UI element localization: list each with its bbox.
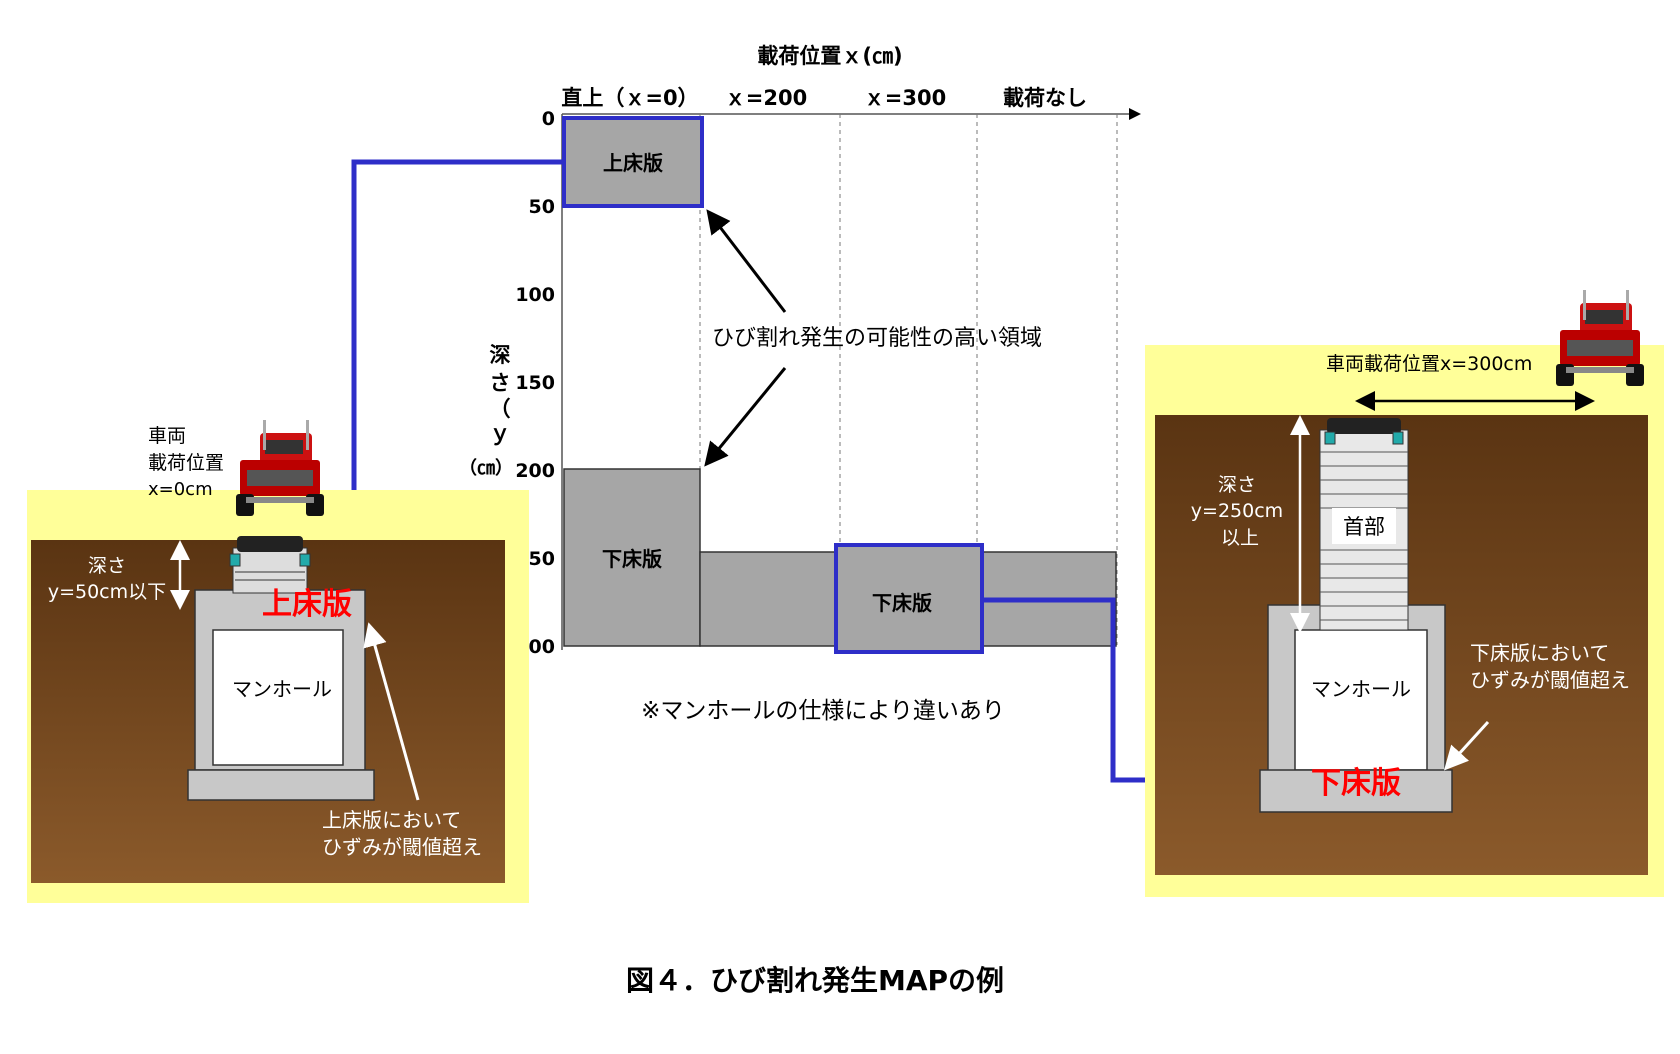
left-upper-slab-label: 上床版 <box>262 587 352 622</box>
region-upper-slab-label: 上床版 <box>603 151 663 175</box>
y-tick-100: 100 <box>515 284 555 306</box>
left-manhole-label: マンホール <box>232 677 332 701</box>
right-strain-arrow <box>1443 720 1490 771</box>
x-category-0: 直上（ｘ=0） <box>561 86 698 110</box>
x-category-2: ｘ=300 <box>864 86 946 110</box>
left-panel: 上床版 マンホール 深さ y=50cm以下 車両 載荷位置 x=0cm 上床版に… <box>27 420 529 903</box>
y-axis-title-2: （ <box>490 397 511 421</box>
left-vehicle-label-1: 載荷位置 <box>148 452 224 474</box>
figure-caption: 図４．ひび割れ発生MAPの例 <box>626 964 1004 997</box>
y-tick-200: 200 <box>515 460 555 482</box>
region-lower-slab-highlight <box>834 543 984 654</box>
depth-map-chart: 載荷位置ｘ(㎝) 直上（ｘ=0） ｘ=200 ｘ=300 載荷なし 0 50 1… <box>459 44 1141 724</box>
right-neck-label-bg <box>1332 508 1396 544</box>
region-lower-slab-left-label: 下床版 <box>602 547 662 571</box>
y-axis-title-3: ｙ <box>490 421 511 446</box>
y-axis-unit: （㎝） <box>459 458 513 479</box>
right-lower-slab-label: 下床版 <box>1311 766 1401 801</box>
right-vehicle-label: 車両載荷位置x=300cm <box>1326 353 1532 375</box>
right-manhole-interior <box>1294 629 1428 771</box>
crack-region-annotation: ひび割れ発生の可能性の高い領域 <box>712 326 1042 351</box>
region-lower-slab-mid-label: 下床版 <box>872 591 932 615</box>
right-truck-icon <box>1556 290 1644 386</box>
right-neck-label: 首部 <box>1343 515 1385 539</box>
right-manhole-label: マンホール <box>1311 677 1411 701</box>
left-strain-label-1: ひずみが閾値超え <box>322 835 482 859</box>
left-base-slab <box>187 769 375 801</box>
y-tick-0: 0 <box>542 108 555 130</box>
x-category-1: ｘ=200 <box>725 86 807 110</box>
y-tick-150: 150 <box>515 372 555 394</box>
left-strain-label-0: 上床版において <box>322 808 461 832</box>
annotation-arrow-upper <box>706 209 787 313</box>
right-panel: 首部 マンホール 下床版 深さ y=250cm 以上 車両載荷位置x=300cm… <box>1145 290 1664 897</box>
spec-note: ※マンホールの仕様により違いあり <box>641 698 1005 724</box>
x-category-3: 載荷なし <box>1003 86 1087 110</box>
left-neck <box>232 547 308 594</box>
region-lower-slab-left <box>563 468 701 647</box>
connector-upper-slab <box>334 159 564 590</box>
left-vehicle-label-2: x=0cm <box>148 479 213 500</box>
right-strain-label-1: ひずみが閾値超え <box>1470 668 1630 692</box>
left-manhole-cover <box>237 536 303 552</box>
left-truck-icon <box>236 420 324 516</box>
left-vehicle-label-0: 車両 <box>148 425 186 447</box>
left-manhole-interior <box>212 629 344 766</box>
right-depth-label-1: y=250cm <box>1191 500 1283 522</box>
x-axis-title: 載荷位置ｘ(㎝) <box>757 44 902 68</box>
left-strain-arrow <box>363 622 420 801</box>
right-base-slab <box>1259 769 1453 813</box>
right-strain-label-0: 下床版において <box>1470 641 1609 665</box>
right-depth-label-0: 深さ <box>1218 474 1256 496</box>
y-axis-title-0: 深 <box>490 343 511 367</box>
right-depth-label-2: 以上 <box>1221 527 1259 549</box>
left-depth-label-1: y=50cm以下 <box>48 581 166 603</box>
y-tick-50: 50 <box>529 196 555 218</box>
y-axis-title-1: さ <box>490 371 511 395</box>
left-depth-label-0: 深さ <box>88 555 126 577</box>
annotation-arrow-lower <box>704 367 787 467</box>
